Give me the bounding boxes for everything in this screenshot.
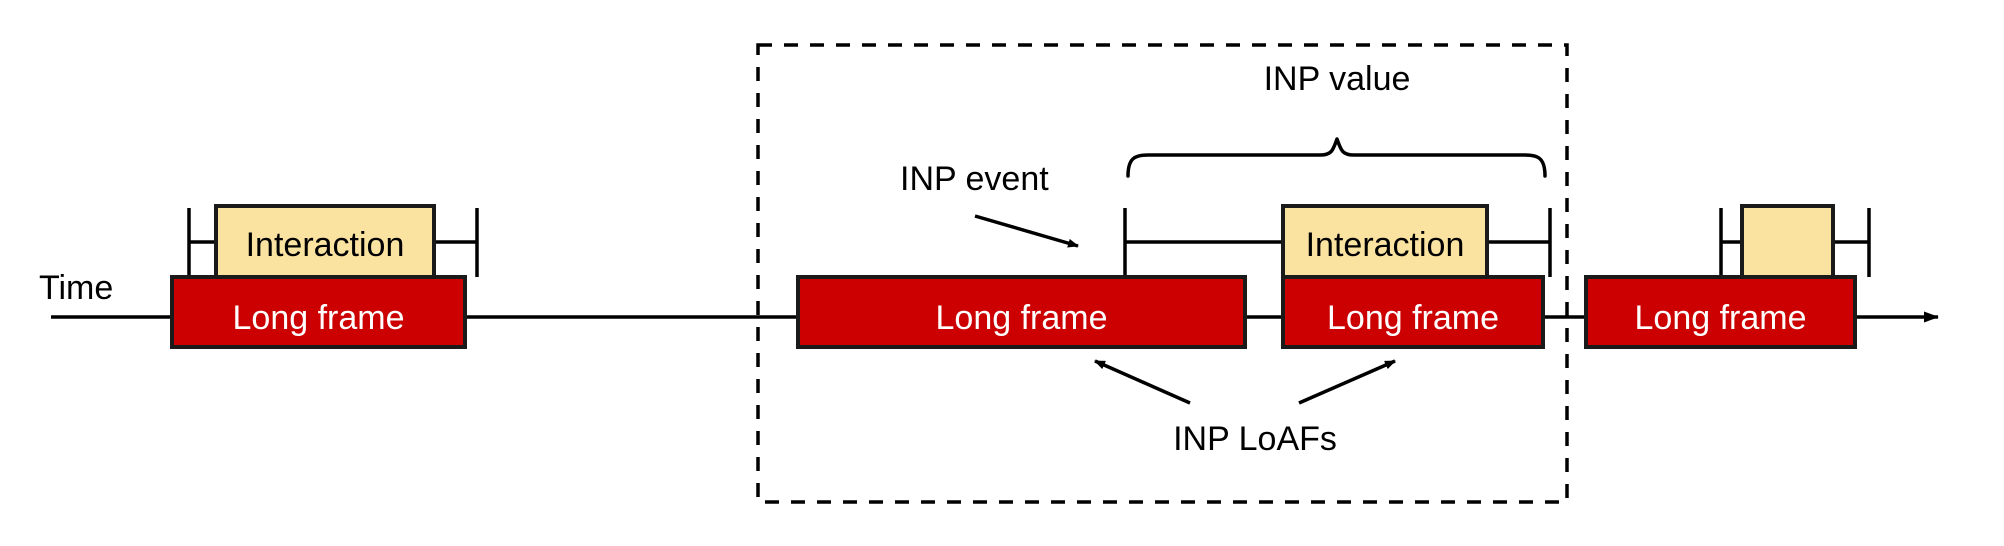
long-frame-box-4[interactable] <box>1584 275 1857 349</box>
interaction-label-2: Interaction <box>1306 226 1465 264</box>
long-frame-box-1[interactable] <box>170 275 467 349</box>
inp-loafs-arrow-right <box>1298 359 1396 405</box>
inp-event-label: INP event <box>900 160 1049 198</box>
long-frame-box-2[interactable] <box>796 275 1247 349</box>
interaction-box-2[interactable] <box>1281 204 1489 279</box>
inp-region-dashed-box <box>756 43 1569 504</box>
long-frame-label-1: Long frame <box>233 299 405 337</box>
inp-loafs-arrow-left <box>1094 359 1191 405</box>
interaction-box-3[interactable] <box>1740 204 1835 279</box>
long-frame-label-3: Long frame <box>1327 299 1499 337</box>
inp-value-brace <box>1126 137 1547 178</box>
long-frame-label-2: Long frame <box>936 299 1108 337</box>
time-axis-label: Time <box>39 269 113 307</box>
inp-loafs-label: INP LoAFs <box>1173 420 1337 458</box>
inp-value-label: INP value <box>1264 60 1411 98</box>
inp-event-arrow <box>974 214 1079 248</box>
interaction-box-1[interactable] <box>214 204 436 279</box>
long-frame-label-4: Long frame <box>1635 299 1807 337</box>
interaction-measure-2 <box>1123 208 1552 277</box>
interaction-label-1: Interaction <box>246 226 405 264</box>
